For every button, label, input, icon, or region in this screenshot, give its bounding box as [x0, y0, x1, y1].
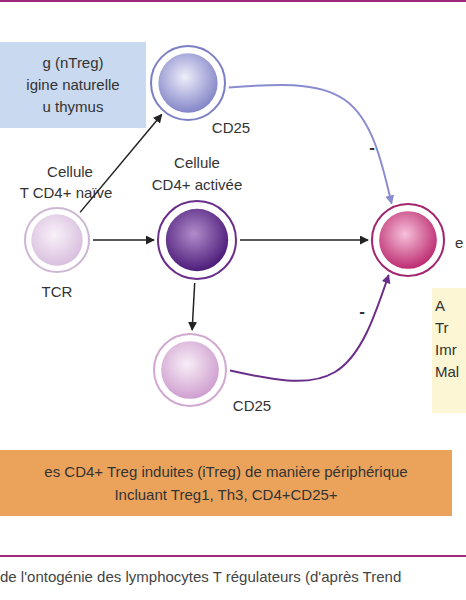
cell-membrane [25, 208, 89, 272]
figure-caption: de l'ontogénie des lymphocytes T régulat… [0, 568, 401, 585]
cell-label: CD4+ activée [152, 174, 242, 196]
cell-label: e [455, 232, 463, 254]
cell-outline [150, 45, 226, 121]
cell-circle: CelluleT CD4+ naïveTCR [24, 207, 90, 273]
frame-rule [0, 555, 466, 557]
arrow-connector [229, 85, 392, 204]
cell-body [31, 214, 82, 265]
cell-circle: CD25 [150, 45, 226, 121]
text-box: ATrImrMal [432, 288, 466, 413]
text-box: g (nTreg)igine naturelle u thymus [0, 42, 146, 128]
cell-membrane [372, 204, 444, 276]
box-text: es CD4+ Treg induites (iTreg) de manière… [0, 460, 452, 483]
cell-outline [24, 207, 90, 273]
cell-membrane [158, 201, 236, 279]
cell-label: CD25 [212, 117, 250, 139]
cell-label: Cellule [174, 152, 220, 174]
cell-outline [153, 333, 227, 407]
cell-circle: e [371, 203, 445, 277]
cell-body [166, 209, 228, 271]
cell-body [161, 341, 219, 399]
box-text: Tr [435, 317, 466, 339]
cell-circle: CelluleCD4+ activée [157, 200, 237, 280]
box-text: Mal [435, 361, 466, 383]
cell-circle: CD25 [153, 333, 227, 407]
box-text: A [435, 295, 466, 317]
cell-label: T CD4+ naïve [20, 182, 113, 204]
box-text: g (nTreg) [0, 52, 146, 74]
arrow-connector [240, 239, 368, 241]
frame-rule [0, 0, 466, 2]
inhibition-sign: - [369, 138, 375, 158]
text-box: es CD4+ Treg induites (iTreg) de manière… [0, 450, 452, 516]
cell-body [379, 211, 437, 269]
arrow-connector [230, 275, 389, 381]
cell-membrane [151, 46, 225, 120]
cell-label: TCR [42, 281, 73, 303]
cell-outline [157, 200, 237, 280]
cell-outline [371, 203, 445, 277]
cell-label: Cellule [47, 161, 93, 183]
cell-label: CD25 [233, 395, 271, 417]
box-text: Imr [435, 339, 466, 361]
cell-body [158, 53, 217, 112]
box-text: Incluant Treg1, Th3, CD4+CD25+ [0, 483, 452, 506]
arrow-connector [93, 239, 154, 241]
arrow-connector [192, 283, 195, 330]
cell-membrane [154, 334, 226, 406]
box-text: igine naturelle u thymus [23, 74, 123, 118]
inhibition-sign: - [359, 302, 365, 322]
